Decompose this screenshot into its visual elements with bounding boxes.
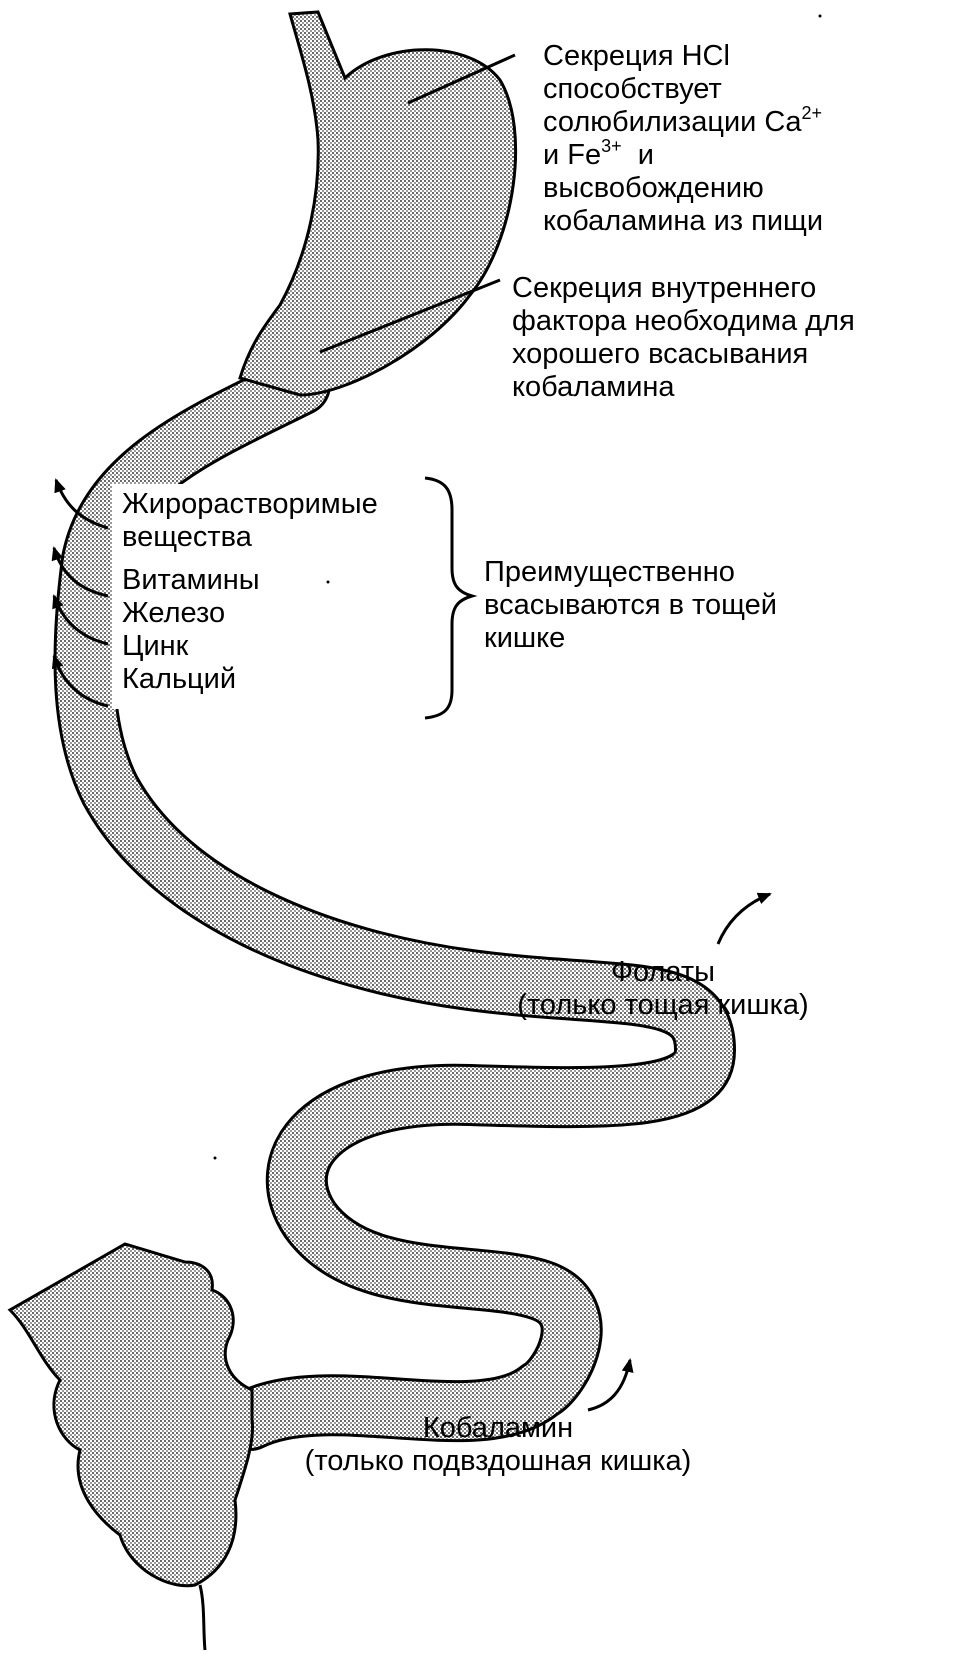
jejunum-item: Кальций xyxy=(122,663,237,695)
jejunum-item: Цинк xyxy=(122,630,189,662)
jejunum-item: Витамины xyxy=(122,564,260,596)
jejunum-absorption-label-line: всасываются в тощей xyxy=(484,589,778,621)
stomach-label-superscript: 2+ xyxy=(801,103,823,123)
intestine-tube xyxy=(53,354,736,1451)
jejunum-absorption-label-line: кишке xyxy=(484,622,566,654)
cobalamin-absorption-arrow xyxy=(587,1358,634,1412)
absorption-arrow-2 xyxy=(51,546,109,598)
jejunum-item: вещества xyxy=(122,521,252,553)
appendix xyxy=(198,1584,207,1651)
stomach-label-line: кобаламина из пищи xyxy=(543,205,824,237)
absorption-arrow-4 xyxy=(51,654,109,708)
jejunum-item: Железо xyxy=(122,597,226,629)
folate-label-line: Фолаты xyxy=(610,956,716,988)
jejunum-absorption-label: Преимущественно всасываются в тощей кишк… xyxy=(484,556,777,655)
intrinsic-factor-label-line: фактора необходима для xyxy=(512,305,855,337)
jejunum-bracket xyxy=(424,476,478,720)
cobalamin-label: Кобаламин (только подвздошная кишка) xyxy=(268,1412,728,1478)
jejunum-absorption-label-line: Преимущественно xyxy=(484,556,735,588)
intrinsic-factor-leader-line xyxy=(319,278,501,354)
jejunum-item: Жирорастворимые xyxy=(122,488,378,520)
speck-mark xyxy=(326,580,330,584)
stomach-hcl-label: Секреция HCl способствует солюбилизации … xyxy=(543,40,823,238)
intrinsic-factor-label-line: Секреция внутреннего xyxy=(512,272,817,304)
absorption-arrows-left xyxy=(51,478,109,708)
stomach-label-superscript: 3+ xyxy=(601,136,622,156)
speck-mark xyxy=(818,14,822,18)
folate-label-line: (только тощая кишка) xyxy=(517,989,809,1021)
stomach-label-line: Секреция HCl xyxy=(543,40,730,72)
speck-mark xyxy=(213,1156,217,1160)
stomach-label-text: и Fe xyxy=(543,139,602,171)
stomach-label-text: солюбилизации Ca xyxy=(543,106,802,138)
jejunum-items-list: Жирорастворимые вещества Витамины Железо… xyxy=(122,488,378,696)
absorption-arrow-1 xyxy=(54,478,109,530)
folate-label: Фолаты (только тощая кишка) xyxy=(490,956,836,1022)
cobalamin-label-line: Кобаламин xyxy=(422,1412,574,1444)
stomach-label-line: высвобождению xyxy=(543,172,764,204)
colon xyxy=(7,1242,255,1588)
stomach-label-line: способствует xyxy=(543,73,722,105)
folate-absorption-arrow xyxy=(716,892,772,945)
intrinsic-factor-label-line: кобаламина xyxy=(512,371,675,403)
stomach xyxy=(238,10,518,397)
cobalamin-label-line: (только подвздошная кишка) xyxy=(304,1445,692,1477)
intrinsic-factor-label: Секреция внутреннего фактора необходима … xyxy=(512,272,855,404)
intrinsic-factor-label-line: хорошего всасывания xyxy=(512,338,809,370)
jejunum-items-background xyxy=(112,484,417,709)
stomach-label-line: и Fe3+ и xyxy=(543,136,823,172)
stomach-label-line: солюбилизации Ca2+ xyxy=(543,103,823,139)
stomach-label-text: и xyxy=(621,139,654,171)
absorption-arrow-3 xyxy=(52,594,109,646)
stomach-leader-line xyxy=(407,53,516,105)
